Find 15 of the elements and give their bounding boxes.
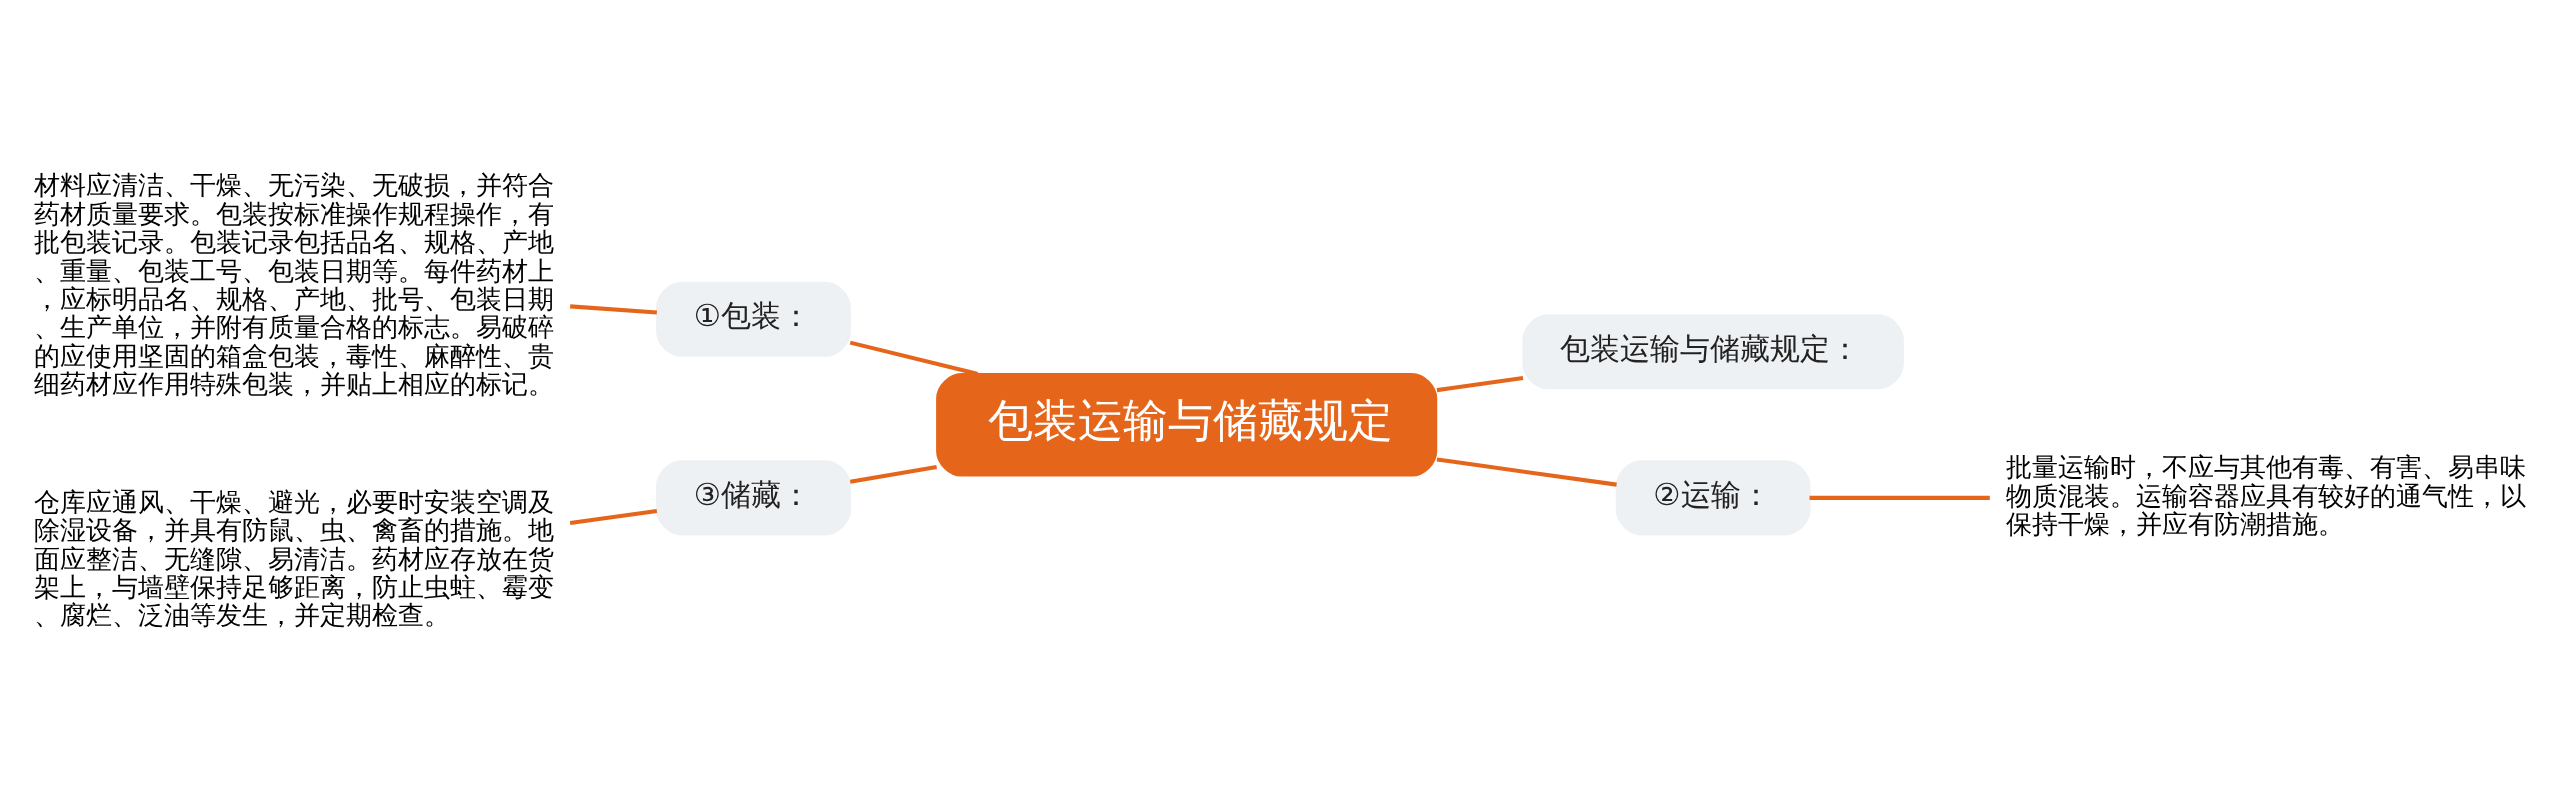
connector xyxy=(569,508,658,525)
node-text: 材料应清洁、干燥、无污染、无破损，并符合药材质量要求。包装按标准操作规程操作，有批包装记录。包装记录包括品名、规格、产地、重量、包装工号、包装日期等。每件药材上，应标明品名、规格、产地、批号、包装日期、生产单位，并附有质量合格的标志。易破碎的应使用坚固的箱盒包装，毒性、麻醉性、贵细药材应作用特殊包装，并贴上相应的标记。 xyxy=(34,169,555,399)
connector xyxy=(849,340,979,376)
node-box: ③储藏： xyxy=(656,459,851,535)
connector xyxy=(849,464,937,484)
connector xyxy=(570,303,657,315)
node-box: 包装运输与储藏规定： xyxy=(1522,313,1904,389)
node-text: 仓库应通风、干燥、避光，必要时安装空调及除湿设备，并具有防鼠、虫、禽畜的措施。地面应整洁、无缝隙、易清洁。药材应存放在货架上，与墙壁保持足够距离，防止虫蛀、霉变、腐烂、泛油等发生，并定期检查。 xyxy=(34,486,555,630)
node-box: ②运输： xyxy=(1615,459,1811,535)
connector xyxy=(1809,495,1990,500)
node-box: ①包装： xyxy=(656,281,851,357)
node-box: 包装运输与储藏规定 xyxy=(936,372,1438,477)
connector xyxy=(1436,375,1524,392)
node-text: 批量运输时，不应与其他有毒、有害、易串味物质混装。运输容器应具有较好的通气性，以保持干燥，并应有防潮措施。 xyxy=(2006,451,2527,539)
connector xyxy=(1436,457,1617,487)
